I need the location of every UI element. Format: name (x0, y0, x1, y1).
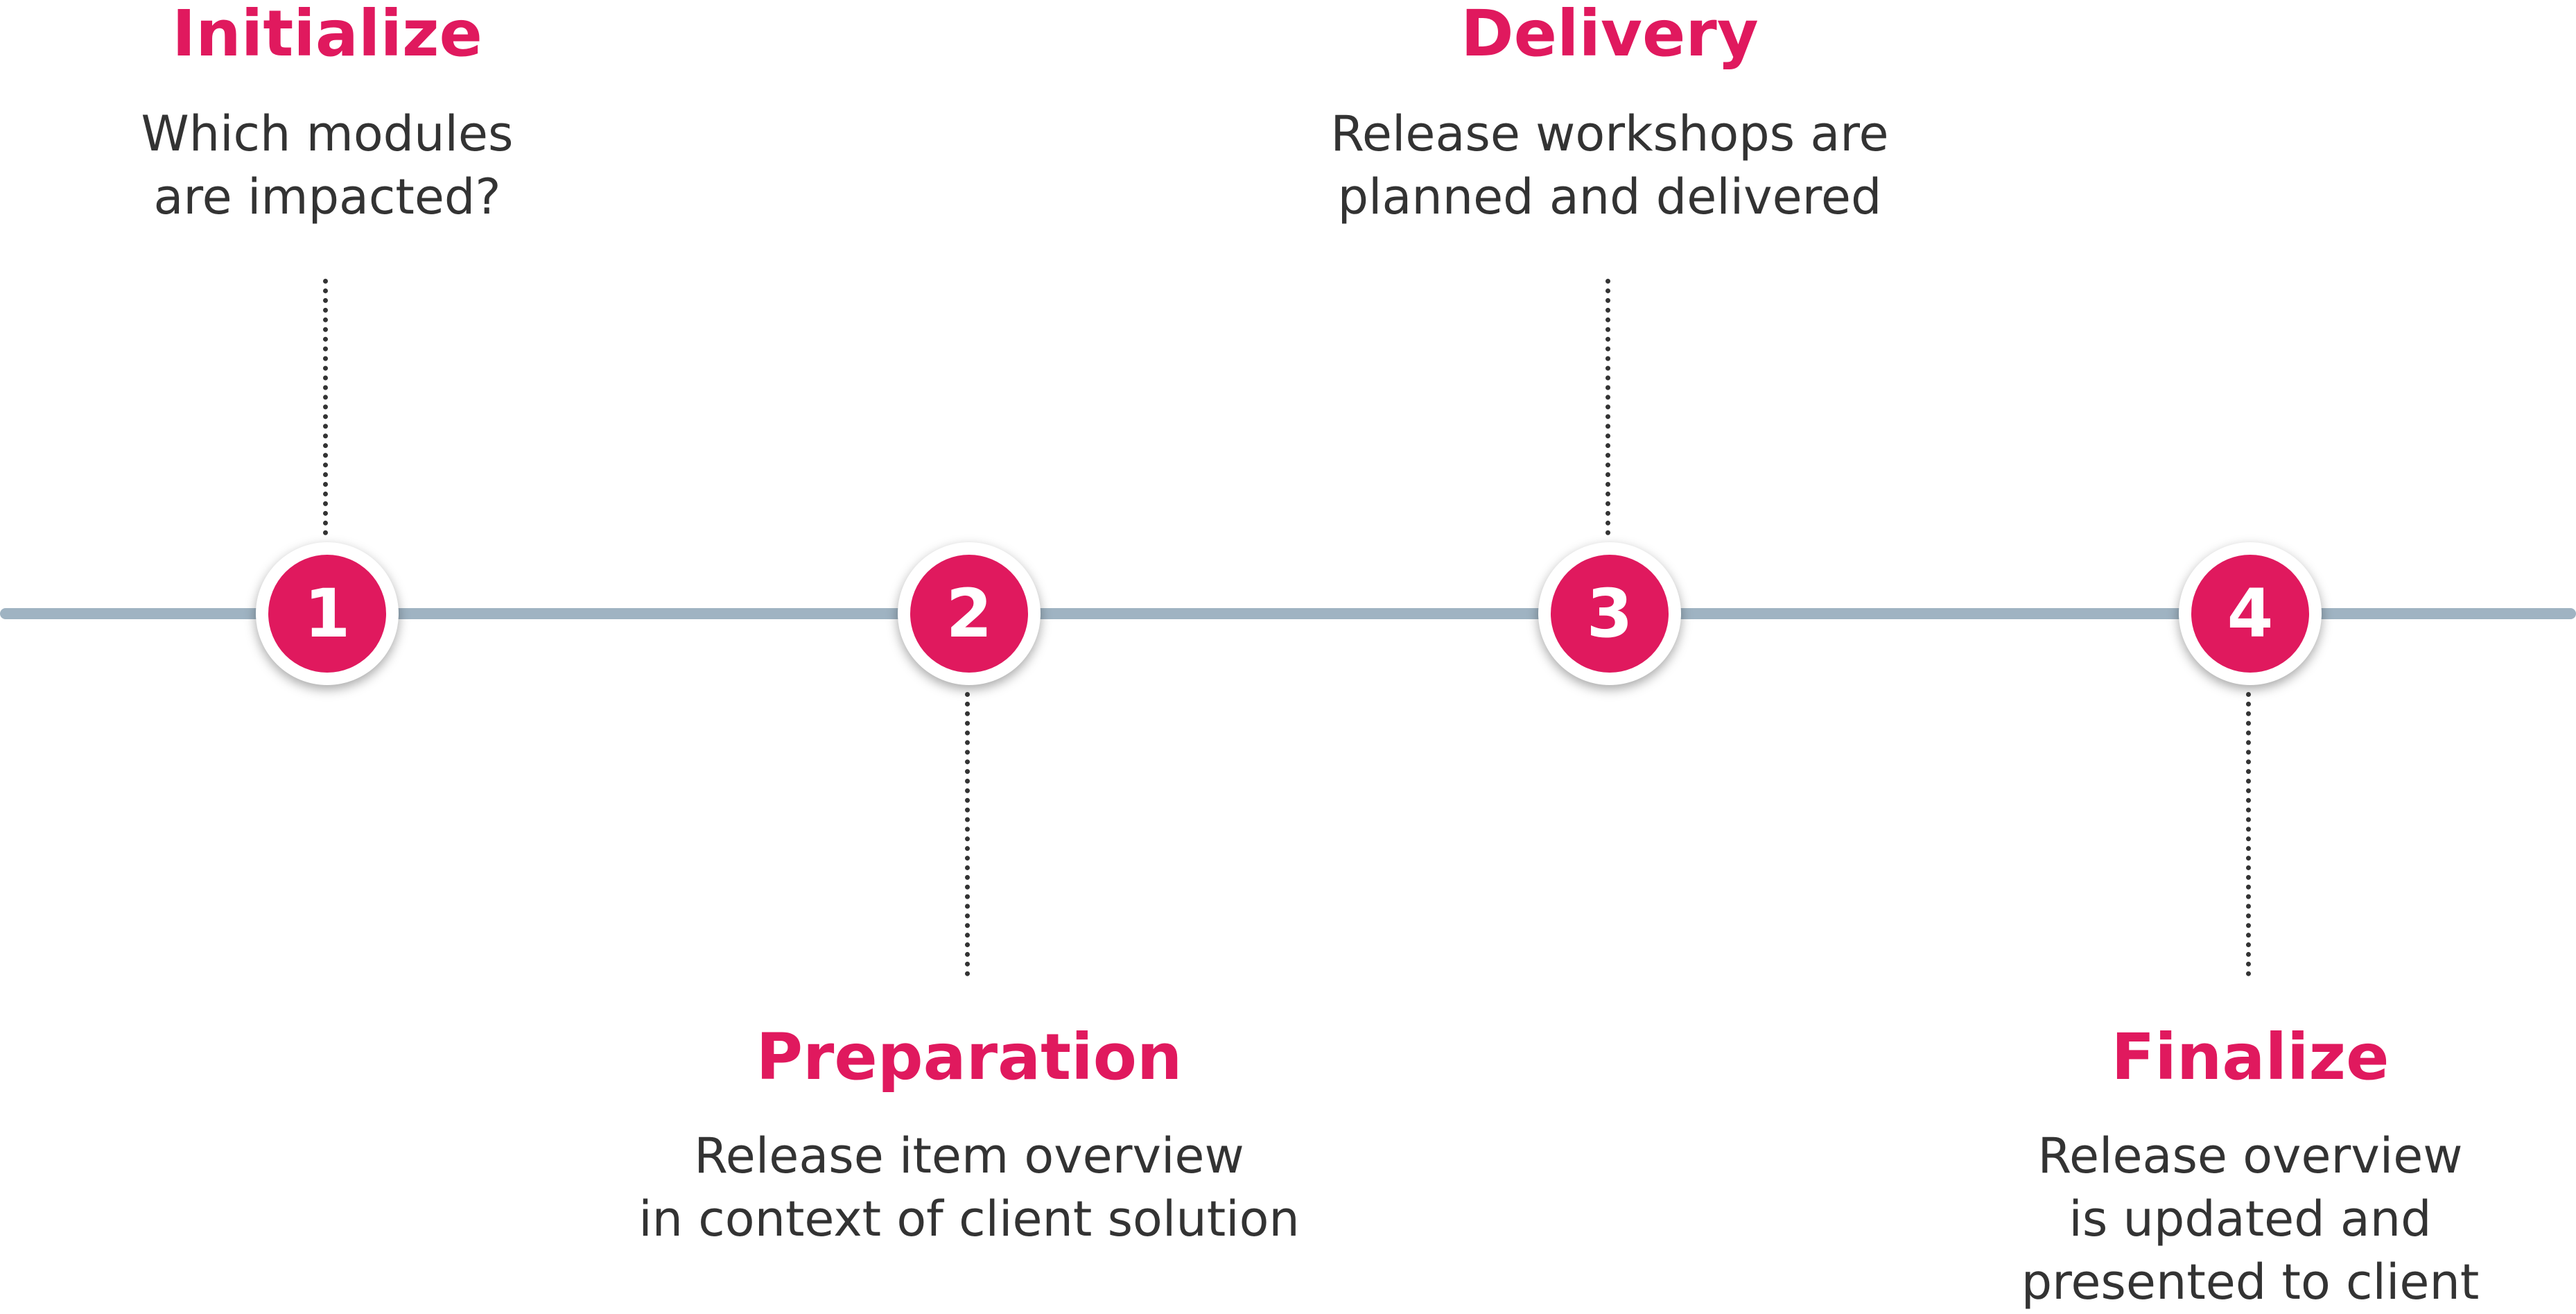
step-3-title: Delivery (1461, 0, 1759, 71)
step-3-description: Release workshops are planned and delive… (1194, 103, 2026, 229)
step-3-connector (1605, 279, 1610, 535)
step-4-description-line-2: is updated and (2069, 1191, 2432, 1247)
step-1-description-line-1: Which modules (141, 105, 514, 162)
step-4-title: Finalize (2111, 1020, 2390, 1094)
step-4-description-line-1: Release overview (2037, 1127, 2463, 1184)
step-1-title: Initialize (172, 0, 482, 71)
step-3-description-line-2: planned and delivered (1337, 168, 1882, 225)
step-2-description-line-2: in context of client solution (638, 1191, 1300, 1247)
step-3-number: 3 (1551, 555, 1669, 673)
step-1-number: 1 (268, 555, 386, 673)
timeline-line (0, 608, 2576, 619)
step-2-number: 2 (910, 555, 1028, 673)
step-2-connector (965, 692, 970, 976)
step-4-marker: 4 (2179, 542, 2322, 685)
step-1-marker: 1 (256, 542, 399, 685)
step-1-description: Which modules are impacted? (0, 103, 743, 229)
step-2-marker: 2 (898, 542, 1041, 685)
step-2-description: Release item overview in context of clie… (553, 1125, 1385, 1251)
step-4-number: 4 (2191, 555, 2309, 673)
step-2-description-line-1: Release item overview (694, 1127, 1244, 1184)
step-3-description-line-1: Release workshops are (1330, 105, 1889, 162)
step-2-title: Preparation (756, 1020, 1183, 1094)
step-1-description-line-2: are impacted? (153, 168, 501, 225)
step-1-connector (323, 279, 328, 535)
step-4-connector (2246, 692, 2251, 976)
step-3-marker: 3 (1538, 542, 1681, 685)
step-4-description-line-3: presented to client (2021, 1254, 2480, 1311)
step-4-description: Release overview is updated and presente… (1834, 1125, 2576, 1314)
